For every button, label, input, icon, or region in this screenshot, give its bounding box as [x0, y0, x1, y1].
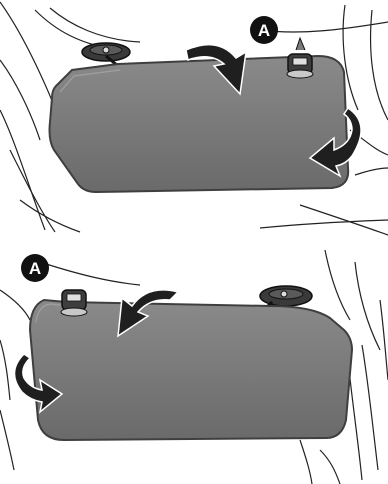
bottom-panel: A: [0, 250, 388, 484]
hinge-pivot-icon: [82, 43, 130, 66]
callout-label: A: [258, 21, 270, 40]
callout-a-top: A: [250, 16, 278, 44]
retaining-clip-icon: [287, 38, 313, 78]
top-panel: A: [0, 2, 388, 235]
callout-label: A: [29, 259, 41, 278]
callout-a-bottom: A: [21, 254, 49, 282]
retaining-clip-icon: [61, 290, 87, 316]
sun-visor-bottom: [30, 300, 352, 440]
